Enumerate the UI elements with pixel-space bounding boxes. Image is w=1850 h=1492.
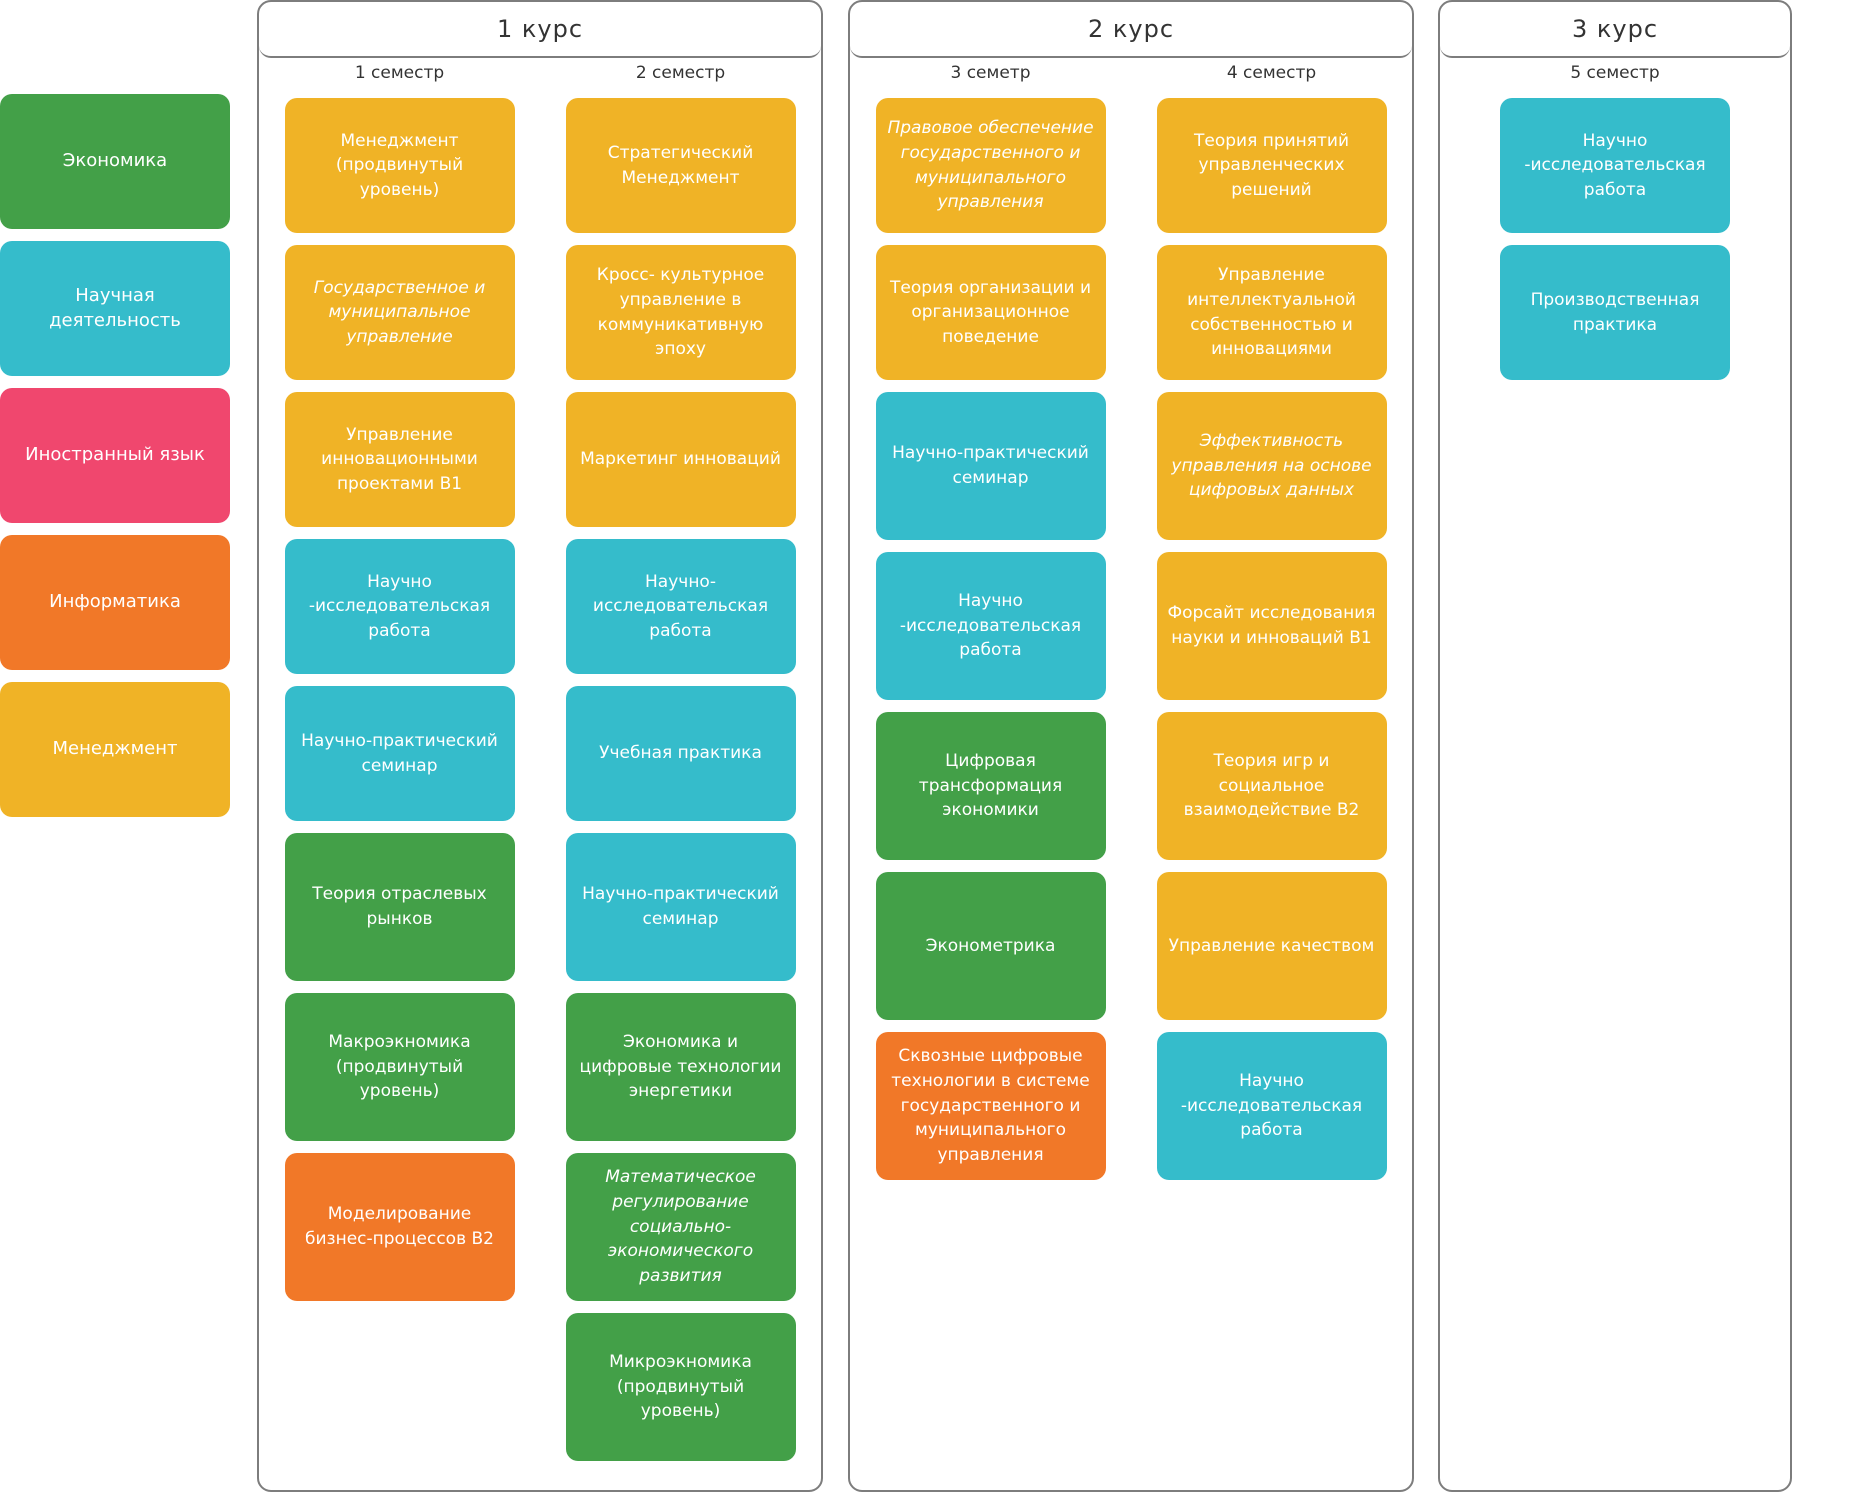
semester-label: 5 семестр — [1570, 63, 1660, 83]
course-card: Теория игр и социальное взаимодействие В… — [1156, 712, 1387, 860]
semester-labels: 5 семестр — [1440, 58, 1790, 88]
semester-label: 3 семетр — [950, 63, 1031, 83]
course-card: Государственное и муниципальное управлен… — [284, 245, 515, 380]
course-card: Эконометрика — [875, 872, 1106, 1020]
semester-column: Менеджмент (продвинутый уровень)Государс… — [259, 98, 540, 1473]
course-card: Научно -исследовательская работа — [875, 552, 1106, 700]
course-card: Теория организации и организационное пов… — [875, 245, 1106, 380]
semester-column: Правовое обеспечение государственного и … — [850, 98, 1131, 1192]
course-card: Экономика и цифровые технологии энергети… — [565, 993, 796, 1141]
course-card: Научно -исследовательская работа — [1156, 1032, 1387, 1180]
course-card: Научно-практический семинар — [284, 686, 515, 821]
course-card: Управление качеством — [1156, 872, 1387, 1020]
course-card: Правовое обеспечение государственного и … — [875, 98, 1106, 233]
legend-item-informatics: Информатика — [0, 535, 230, 670]
course-card: Микроэкномика (продвинутый уровень) — [565, 1313, 796, 1461]
course-card: Научно-практический семинар — [875, 392, 1106, 540]
course-card: Маркетинг инноваций — [565, 392, 796, 527]
legend-item-management: Менеджмент — [0, 682, 230, 817]
course-card: Математическое регулирование социально-э… — [565, 1153, 796, 1301]
course-card: Производственная практика — [1500, 245, 1730, 380]
semester-label: 2 семестр — [635, 63, 726, 83]
course-card: Научно-практический семинар — [565, 833, 796, 981]
course-card: Учебная практика — [565, 686, 796, 821]
course-title: 2 курс — [850, 2, 1412, 58]
course-card: Теория отраслевых рынков — [284, 833, 515, 981]
course-card: Сквозные цифровые технологии в системе г… — [875, 1032, 1106, 1180]
course-title: 3 курс — [1440, 2, 1790, 58]
course-card: Менеджмент (продвинутый уровень) — [284, 98, 515, 233]
semester-label: 1 семестр — [354, 63, 445, 83]
course-card: Моделирование бизнес-процессов В2 — [284, 1153, 515, 1301]
semester-label: 4 семестр — [1226, 63, 1317, 83]
course-card: Эффективность управления на основе цифро… — [1156, 392, 1387, 540]
course-card: Управление интеллектуальной собственност… — [1156, 245, 1387, 380]
legend-item-language: Иностранный язык — [0, 388, 230, 523]
semester-labels: 3 семетр 4 семестр — [850, 58, 1412, 88]
course-title: 1 курс — [259, 2, 821, 58]
semester-labels: 1 семестр 2 семестр — [259, 58, 821, 88]
course-card: Теория принятий управленческих решений — [1156, 98, 1387, 233]
course-card: Кросс- культурное управление в коммуника… — [565, 245, 796, 380]
legend-item-research: Научная деятельность — [0, 241, 230, 376]
legend-item-economics: Экономика — [0, 94, 230, 229]
course-card: Научно- исследовательская работа — [565, 539, 796, 674]
course-card: Макроэкномика (продвинутый уровень) — [284, 993, 515, 1141]
course-card: Стратегический Менеджмент — [565, 98, 796, 233]
course-card: Управление инновационными проектами В1 — [284, 392, 515, 527]
course-card: Научно -исследовательская работа — [284, 539, 515, 674]
course-card: Форсайт исследования науки и инноваций В… — [1156, 552, 1387, 700]
course-card: Научно -исследовательская работа — [1500, 98, 1730, 233]
course-card: Цифровая трансформация экономики — [875, 712, 1106, 860]
